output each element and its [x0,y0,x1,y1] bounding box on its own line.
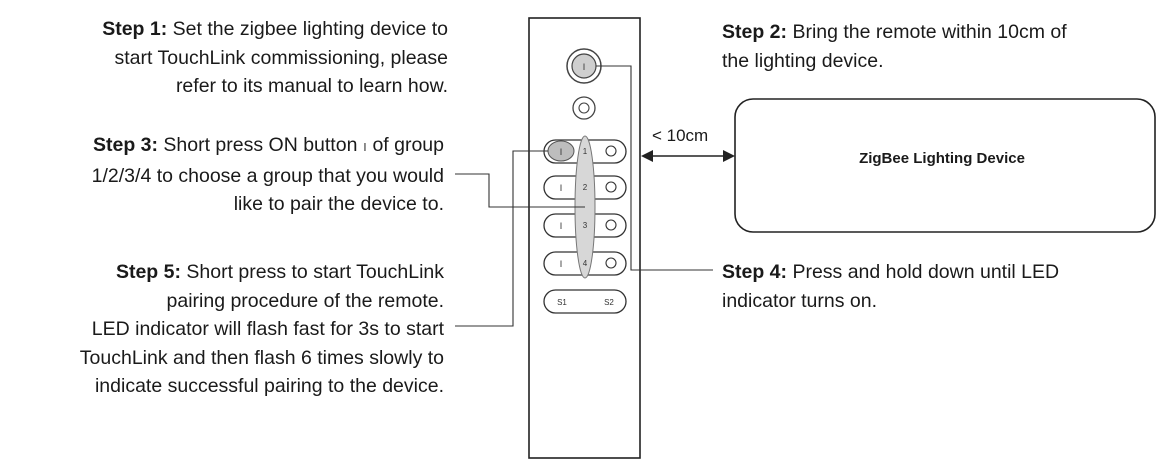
step5-line3: LED indicator will flash fast for 3s to … [91,318,444,340]
step5-line4: TouchLink and then flash 6 times slowly … [79,346,444,369]
step5-line2: pairing procedure of the remote. [166,289,445,312]
scene-button-row [543,289,627,314]
lighting-device-box [734,98,1156,233]
group-1-off-symbol [605,145,617,157]
step4-line2: indicator turns on. [722,289,878,312]
step4-line1: Press and hold down until LED [792,261,1060,283]
group-2-number: 2 [583,183,588,192]
power-button-symbol: I [583,62,586,72]
step1-label: Step 1: [102,18,168,40]
step4-callout-line [596,65,713,271]
step5-line5: indicate successful pairing to the devic… [94,375,444,397]
scene-button-s2: S2 [604,298,614,307]
step2-line1: Bring the remote within 10cm of [792,21,1067,43]
step5-line1: Short press to start TouchLink [186,261,444,283]
on-symbol-inline: ı [362,138,368,155]
group-2-off-symbol [605,181,617,193]
group-4-number: 4 [583,259,588,268]
step3-text: Step 3: Short press ON button ı of group… [10,131,444,219]
step1-line3: refer to its manual to learn how. [175,75,448,97]
step3-line2: 1/2/3/4 to choose a group that you would [91,164,444,187]
step2-text: Step 2: Bring the remote within 10cm of … [722,18,1067,75]
step4-text: Step 4: Press and hold down until LED in… [722,258,1059,315]
group-3-on-symbol: I [560,221,563,231]
step1-line1: Set the zigbee lighting device to [172,18,448,40]
group-4-off-symbol [605,257,617,269]
step1-text: Step 1: Set the zigbee lighting device t… [10,15,448,101]
distance-arrow-right-head [723,150,735,162]
step1-line2: start TouchLink commissioning, please [114,46,448,69]
group-1-on-symbol: I [560,147,563,157]
step3-line1b: of group [372,134,444,156]
step3-label: Step 3: [92,134,158,156]
step2-line2: the lighting device. [722,49,884,72]
group-4-on-symbol: I [560,259,563,269]
distance-arrow-left-head [641,150,653,162]
step3-callout-line [455,173,585,208]
step3-line1: Short press ON button [163,134,358,156]
step4-label: Step 4: [722,261,788,283]
group-3-off-symbol [605,219,617,231]
step5-callout-line [455,150,548,327]
led-indicator-inner [578,102,590,114]
scene-button-s1: S1 [557,298,567,307]
group-2-on-symbol: I [560,183,563,193]
distance-label: < 10cm [652,126,709,145]
step5-label: Step 5: [115,261,181,283]
group-1-number: 1 [583,147,588,156]
group-3-number: 3 [583,221,588,230]
step3-line3: like to pair the device to. [233,193,444,215]
lighting-device-label: ZigBee Lighting Device [859,150,1025,167]
step5-text: Step 5: Short press to start TouchLink p… [0,258,444,401]
step2-label: Step 2: [722,21,788,43]
